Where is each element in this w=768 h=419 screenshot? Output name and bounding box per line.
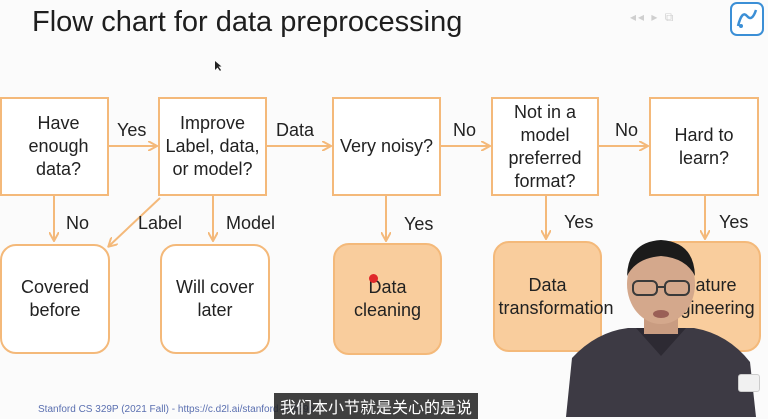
video-subtitle: 我们本小节就是关心的是说 — [274, 393, 479, 419]
node-have-data: Have enough data? — [0, 97, 109, 196]
edge-yes-4: Yes — [719, 212, 749, 232]
slide-footer: Stanford CS 329P (2021 Fall) - https://c… — [38, 404, 315, 415]
presenter-video — [566, 240, 756, 417]
node-will-cover-text: Will cover later — [175, 277, 254, 320]
node-covered-text: Covered before — [20, 277, 90, 320]
node-format: Not in a model preferred format? — [491, 97, 599, 196]
edge-no-2: No — [453, 120, 477, 140]
slide-title: Flow chart for data preprocessing — [32, 6, 463, 38]
node-noisy: Very noisy? — [332, 97, 441, 196]
node-noisy-text: Very noisy? — [339, 136, 434, 156]
edge-yes-1: Yes — [117, 120, 147, 140]
node-will-cover: Will cover later — [160, 244, 270, 354]
edge-yes-2: Yes — [404, 214, 434, 234]
node-transformation: Data transformation — [493, 241, 614, 352]
node-cleaning-text: Data cleaning — [353, 277, 422, 320]
node-cleaning: Data cleaning — [333, 243, 442, 355]
node-transformation-text: Data transformation — [498, 274, 614, 318]
bilibili-logo-icon — [730, 2, 764, 36]
edge-data: Data — [276, 120, 315, 140]
node-have-data-text: Have enough data? — [28, 113, 89, 179]
node-format-text: Not in a model preferred format? — [508, 101, 582, 191]
mouse-cursor-icon — [215, 61, 222, 71]
player-control-icon[interactable] — [738, 374, 760, 392]
node-hard: Hard to learn? — [649, 97, 759, 196]
top-overlay-icons: ◂◂ ▸ ⧉ — [630, 10, 676, 24]
edge-model: Model — [226, 213, 276, 233]
node-improve-text: Improve Label, data, or model? — [165, 113, 260, 179]
arrow-label — [109, 197, 161, 246]
edge-no-1: No — [66, 213, 90, 233]
node-improve: Improve Label, data, or model? — [158, 97, 267, 196]
laser-pointer-dot — [369, 274, 378, 283]
node-hard-text: Hard to learn? — [674, 124, 734, 168]
edge-yes-3: Yes — [564, 212, 594, 232]
node-covered: Covered before — [0, 244, 110, 354]
edge-label: Label — [138, 213, 183, 233]
edge-no-3: No — [615, 120, 639, 140]
